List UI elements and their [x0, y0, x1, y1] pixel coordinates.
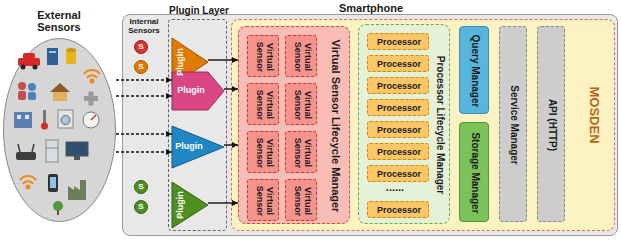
- plugin-layer: Plugin LayerPluginPluginPluginPlugin: [168, 19, 227, 231]
- sensor-dot-shape: [135, 41, 148, 54]
- sensor-cloud-shape: [4, 39, 116, 222]
- plugin-arrow-shape: [172, 72, 224, 110]
- virtual-sensor-box-label: Virtual Sensor: [254, 86, 274, 124]
- virtual-sensor-box: Virtual Sensor: [247, 179, 279, 221]
- manager-box-label: Storage Manager: [470, 132, 481, 213]
- processor-box: Processor: [367, 55, 429, 72]
- sensor-dot: S: [134, 200, 148, 214]
- virtual-sensor-box-label: Virtual Sensor: [292, 86, 312, 124]
- tree-icon: [53, 201, 63, 215]
- sensor-dot-shape: [135, 181, 148, 194]
- washer-icon: [58, 110, 73, 128]
- processor-box: Processor: [367, 143, 429, 160]
- processor-box: Processor: [367, 99, 429, 116]
- processor-box: Processor: [367, 77, 429, 94]
- fridge-icon: [46, 140, 58, 162]
- plugin-layer-label: Plugin Layer: [169, 5, 229, 16]
- virtual-sensor-box-label: Virtual Sensor: [254, 38, 274, 76]
- processor-box-label: Processor: [377, 170, 421, 180]
- manager-box: Service Manager: [499, 26, 527, 222]
- sensor-dot-label: S: [138, 183, 143, 192]
- router-icon: [16, 144, 36, 160]
- virtual-sensor-box: Virtual Sensor: [247, 131, 279, 173]
- processor-box-label: Processor: [377, 38, 421, 48]
- wifi-icon: [20, 176, 36, 189]
- processor-box: Processor: [367, 165, 429, 182]
- processor-box-label: Processor: [377, 206, 421, 216]
- section-label: Internal Sensors: [124, 18, 164, 36]
- virtual-sensor-box-label: Virtual Sensor: [292, 38, 312, 76]
- manager-box-label: Query Manager: [470, 35, 481, 108]
- virtual-sensor-box-label: Virtual Sensor: [254, 182, 274, 220]
- sensor-dot-label: S: [138, 43, 143, 52]
- sensor-dot: S: [134, 180, 148, 194]
- monitor-icon: [66, 142, 88, 160]
- building-icon: [14, 112, 32, 128]
- sensor-dot-label: S: [138, 203, 143, 212]
- manager-box-label: Service Manager: [509, 85, 520, 165]
- processor-box: Processor: [367, 33, 429, 50]
- sensor-dot: S: [134, 60, 148, 74]
- processor-box: Processor: [367, 121, 429, 138]
- processor-box: Processor: [367, 201, 429, 218]
- virtual-sensor-box-label: Virtual Sensor: [254, 134, 274, 172]
- plugin-triangle: Plugin: [172, 182, 208, 228]
- lifecycle-manager-label: Processor Lifecycle Manager: [435, 56, 446, 194]
- plugin-arrow-label: Plugin: [177, 86, 205, 96]
- plugin-triangle-label: Plugin: [176, 48, 186, 76]
- plugin-triangle-shape: [172, 126, 224, 168]
- sensor-dot: S: [134, 40, 148, 54]
- manager-box: Query Manager: [459, 26, 489, 114]
- virtual-sensor-box-label: Virtual Sensor: [292, 182, 312, 220]
- sensor-dot-label: S: [138, 63, 143, 72]
- house-icon: [50, 83, 70, 101]
- lifecycle-manager-label: Virtual Sensor Lifecycle Manager: [330, 40, 342, 213]
- car-icon: [18, 53, 40, 70]
- plus-icon: [84, 92, 98, 106]
- plugin-triangle: Plugin: [172, 126, 224, 168]
- wifi-icon: [84, 70, 100, 83]
- api-box-label: API (HTTP): [547, 99, 558, 151]
- processor-box-label: Processor: [377, 104, 421, 114]
- sensor-cloud: External Sensors: [3, 38, 116, 222]
- sensor-cloud-label: External Sensors: [24, 9, 94, 33]
- ellipsis-mark: ......: [386, 181, 404, 193]
- virtual-sensor-box: Virtual Sensor: [285, 131, 317, 173]
- virtual-sensor-box-label: Virtual Sensor: [292, 134, 312, 172]
- phone-icon: [48, 174, 58, 192]
- server-icon: [47, 48, 58, 65]
- mosden-box-label: MOSDEN: [587, 86, 601, 143]
- thermometer-icon: [41, 110, 48, 130]
- virtual-sensor-box: Virtual Sensor: [285, 179, 317, 221]
- processor-box-label: Processor: [377, 148, 421, 158]
- gauge-icon: [83, 112, 99, 128]
- sensor-cloud-outline: [3, 38, 116, 222]
- api-box: API (HTTP): [537, 26, 565, 222]
- virtual-sensor-box: Virtual Sensor: [285, 83, 317, 125]
- can-icon: [66, 48, 76, 64]
- plugin-arrow: Plugin: [172, 72, 224, 110]
- mosden-box: MOSDENVirtual Sensor Lifecycle ManagerVi…: [231, 19, 615, 231]
- smartphone-frame-label: Smartphone: [339, 2, 403, 14]
- processor-box-label: Processor: [377, 82, 421, 92]
- plugin-triangle-label: Plugin: [176, 191, 186, 219]
- plugin-triangle-label: Plugin: [175, 142, 203, 152]
- plugin-triangle-shape: [172, 182, 208, 228]
- manager-box: Storage Manager: [459, 122, 489, 222]
- lifecycle-manager: Processor Lifecycle ManagerProcessorProc…: [358, 24, 450, 224]
- virtual-sensor-box: Virtual Sensor: [247, 83, 279, 125]
- virtual-sensor-box: Virtual Sensor: [247, 35, 279, 77]
- sensor-dot-shape: [135, 61, 148, 74]
- processor-box-label: Processor: [377, 60, 421, 70]
- factory-icon: [68, 180, 86, 200]
- processor-box-label: Processor: [377, 126, 421, 136]
- smartphone-frame: SmartphonePlugin LayerPluginPluginPlugin…: [122, 14, 618, 236]
- virtual-sensor-box: Virtual Sensor: [285, 35, 317, 77]
- lifecycle-manager: Virtual Sensor Lifecycle ManagerVirtual …: [238, 26, 350, 224]
- people-icon: [18, 82, 36, 100]
- sensor-dot-shape: [135, 201, 148, 214]
